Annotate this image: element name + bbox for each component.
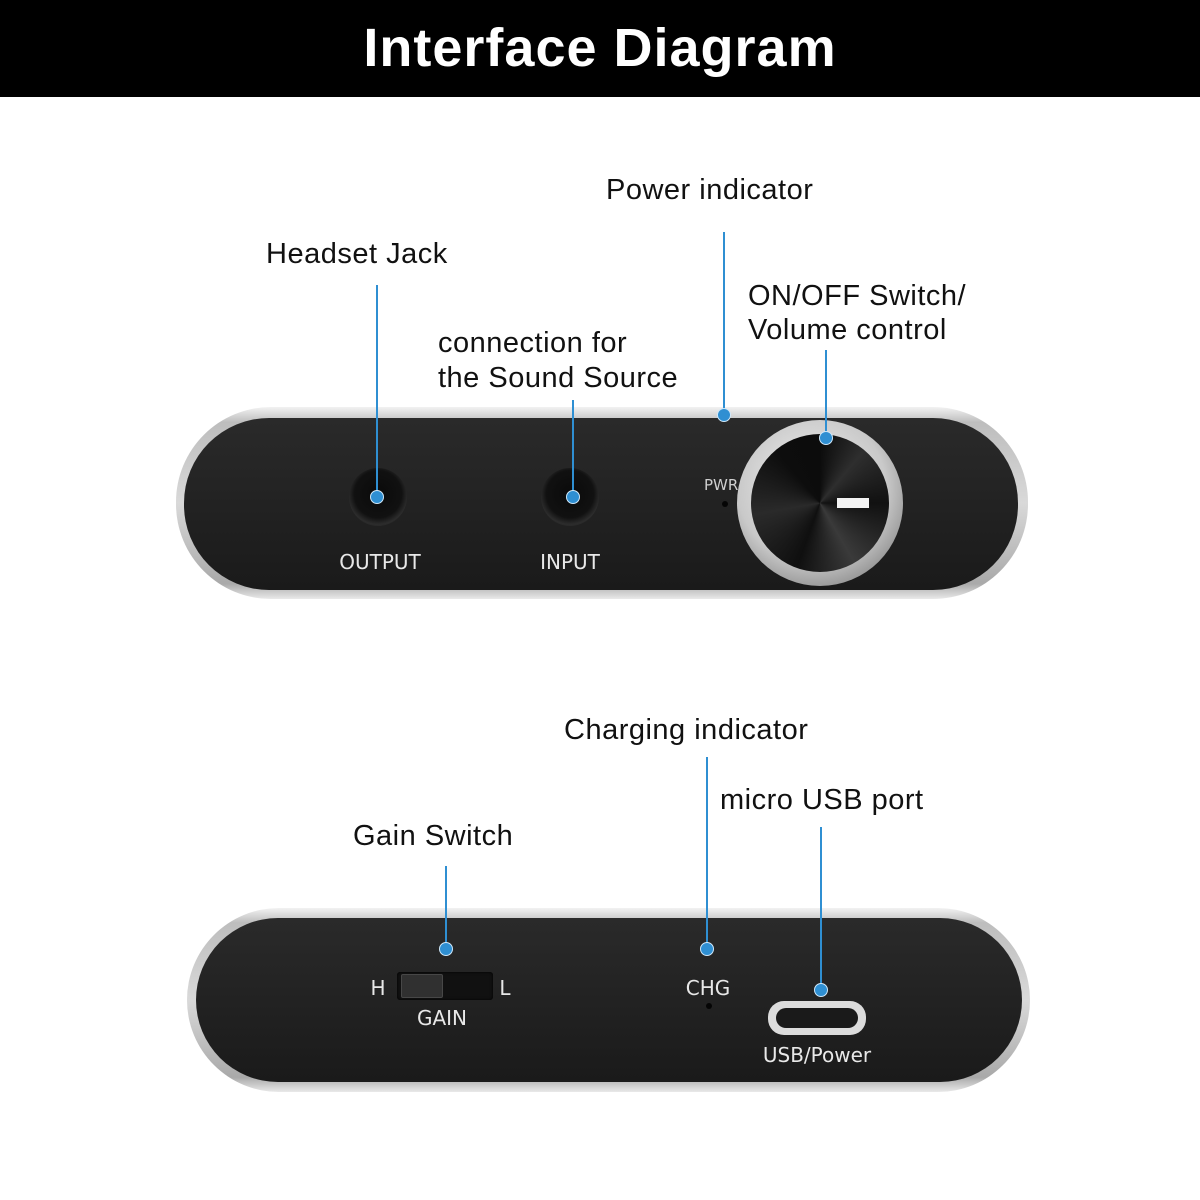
volume-knob[interactable] bbox=[737, 420, 903, 586]
gain-switch[interactable] bbox=[397, 972, 493, 1000]
power-indicator-callout: Power indicator bbox=[606, 174, 814, 206]
micro-usb-opening bbox=[776, 1008, 858, 1028]
power-indicator-dot bbox=[717, 408, 731, 422]
micro-usb-port[interactable] bbox=[768, 1001, 866, 1035]
usb-power-label: USB/Power bbox=[762, 1043, 872, 1067]
gain-switch-leader bbox=[445, 866, 447, 946]
power-indicator-leader bbox=[723, 232, 725, 410]
sound-source-leader bbox=[572, 400, 574, 495]
sound-source-dot bbox=[566, 490, 580, 504]
headset-jack-callout: Headset Jack bbox=[266, 238, 448, 270]
micro-usb-dot bbox=[814, 983, 828, 997]
gain-switch-callout: Gain Switch bbox=[353, 820, 514, 852]
onoff-callout-line2: Volume control bbox=[748, 314, 947, 346]
micro-usb-leader bbox=[820, 827, 822, 987]
micro-usb-callout: micro USB port bbox=[720, 784, 924, 816]
onoff-leader bbox=[825, 350, 827, 435]
charging-indicator-dot bbox=[700, 942, 714, 956]
onoff-callout-line1: ON/OFF Switch/ bbox=[748, 280, 967, 312]
sound-source-callout-line1: connection for bbox=[438, 327, 628, 359]
back-panel-face bbox=[196, 918, 1022, 1082]
headset-jack-leader bbox=[376, 285, 378, 495]
headset-jack-dot bbox=[370, 490, 384, 504]
page-title: Interface Diagram bbox=[363, 18, 837, 78]
sound-source-callout-line2: the Sound Source bbox=[438, 362, 679, 394]
output-label: OUTPUT bbox=[339, 550, 421, 574]
charging-indicator-leader bbox=[706, 757, 708, 947]
charging-led bbox=[706, 1003, 712, 1009]
onoff-dot bbox=[819, 431, 833, 445]
gain-l-label: L bbox=[499, 976, 511, 1000]
power-led bbox=[722, 501, 728, 507]
input-label: INPUT bbox=[540, 550, 600, 574]
gain-h-label: H bbox=[370, 976, 386, 1000]
chg-label: CHG bbox=[685, 976, 731, 1000]
gain-label: GAIN bbox=[416, 1006, 468, 1030]
volume-knob-marker bbox=[837, 498, 869, 508]
pwr-label: PWR bbox=[704, 476, 739, 494]
header-bar: Interface Diagram bbox=[0, 0, 1200, 97]
gain-switch-knob[interactable] bbox=[401, 974, 443, 998]
gain-switch-dot bbox=[439, 942, 453, 956]
charging-indicator-callout: Charging indicator bbox=[564, 714, 809, 746]
